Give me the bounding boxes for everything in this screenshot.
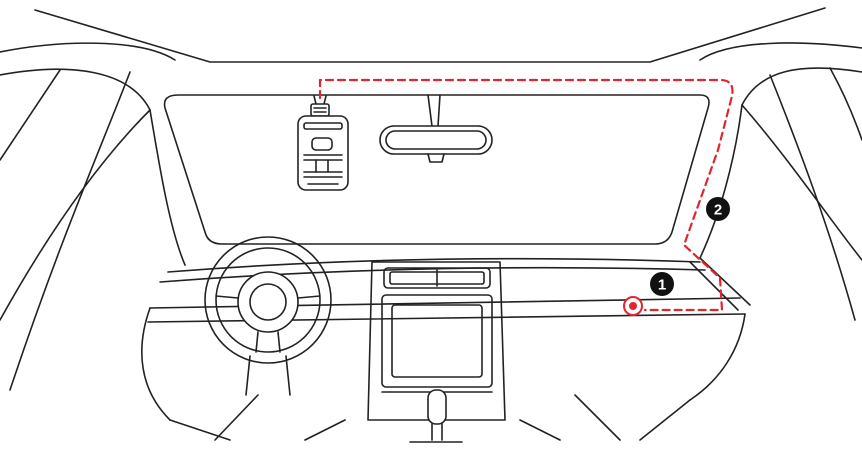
callout-badge-1: 1 <box>650 272 674 296</box>
roof-headliner <box>0 7 862 63</box>
callout-label-1: 1 <box>658 277 666 294</box>
steering-wheel-icon <box>204 236 332 396</box>
rearview-mirror-icon <box>379 94 493 163</box>
cable-route <box>318 78 734 312</box>
gear-shifter-icon <box>409 389 463 443</box>
power-socket-icon <box>623 296 643 316</box>
callout-badge-2: 2 <box>706 197 730 221</box>
left-a-pillar <box>0 68 186 391</box>
right-a-pillar <box>699 67 862 321</box>
center-console <box>367 261 506 421</box>
dash-cam-icon <box>297 95 349 191</box>
callout-label-2: 2 <box>714 202 722 219</box>
windshield <box>163 94 710 245</box>
